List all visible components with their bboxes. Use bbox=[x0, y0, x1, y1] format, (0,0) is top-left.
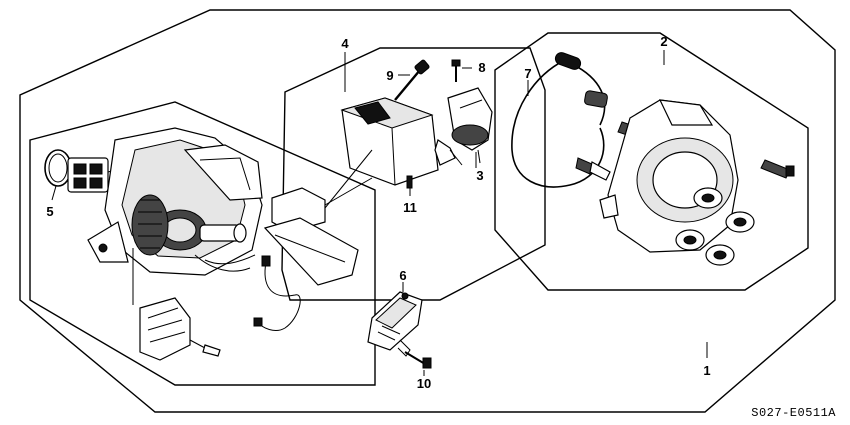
rotor-part bbox=[447, 87, 493, 164]
callout-10: 10 bbox=[417, 376, 431, 391]
callout-1: 1 bbox=[703, 363, 710, 378]
module-group-boundary bbox=[281, 47, 546, 301]
distributor-body-part bbox=[67, 127, 263, 276]
o-ring-part bbox=[44, 149, 72, 187]
ignition-module-part bbox=[324, 97, 463, 209]
distributor-housing-part bbox=[599, 99, 755, 266]
diagram-code: S027-E0511A bbox=[751, 406, 836, 420]
callout-6: 6 bbox=[399, 268, 406, 283]
callout-2: 2 bbox=[660, 34, 667, 49]
body-group-boundary bbox=[29, 101, 376, 386]
callout-4: 4 bbox=[341, 36, 349, 51]
callout-9: 9 bbox=[386, 68, 393, 83]
callout-8: 8 bbox=[478, 60, 485, 75]
mounting-bracket-part bbox=[132, 248, 221, 361]
igniter-unit-part bbox=[367, 291, 423, 357]
callout-11: 11 bbox=[403, 200, 417, 215]
callout-5: 5 bbox=[46, 204, 53, 219]
callout-3: 3 bbox=[476, 168, 483, 183]
callout-7: 7 bbox=[524, 66, 531, 81]
leader-lines bbox=[51, 50, 708, 376]
screw-10-part bbox=[404, 351, 432, 369]
screw-9-part bbox=[394, 59, 430, 101]
cover-plate-part bbox=[253, 177, 373, 331]
outer-assembly-boundary bbox=[19, 9, 836, 413]
housing-group-boundary bbox=[494, 32, 809, 291]
screw-8-part bbox=[451, 59, 461, 82]
